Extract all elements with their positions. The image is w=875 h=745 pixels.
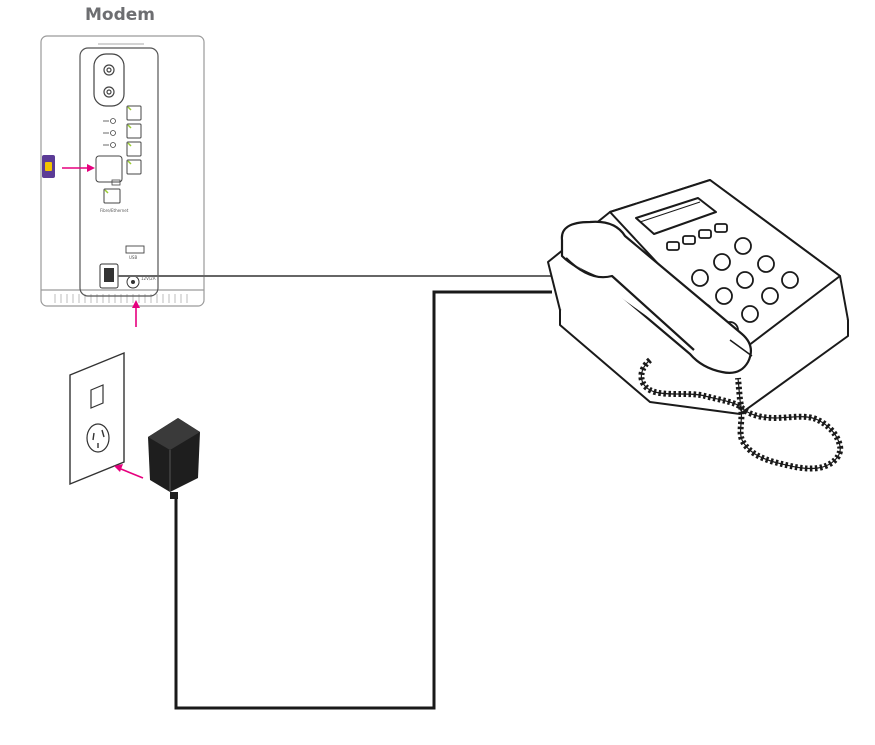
status-leds xyxy=(103,118,116,148)
fiber-ethernet-label: Fibre/Ethernet xyxy=(100,208,129,213)
plug-in-arrow xyxy=(114,464,144,479)
power-adapter xyxy=(148,418,200,499)
phone-port-socket xyxy=(104,268,114,282)
phone-handset xyxy=(560,220,753,374)
usb-label: USB xyxy=(129,255,137,260)
power-connect-arrow xyxy=(132,300,140,327)
insert-sim-arrow xyxy=(62,164,95,172)
power-cable xyxy=(174,290,552,710)
modem-label: Modem xyxy=(84,5,155,25)
outlet-socket xyxy=(86,423,110,453)
sim-slot xyxy=(95,155,123,183)
power-socket-label: 12V/2A xyxy=(141,276,156,281)
sim-eject-icon xyxy=(111,179,121,186)
usb-port xyxy=(125,245,145,254)
wall-outlet xyxy=(69,351,125,486)
lan-port-indicators xyxy=(127,106,132,165)
outlet-switch xyxy=(90,384,104,409)
